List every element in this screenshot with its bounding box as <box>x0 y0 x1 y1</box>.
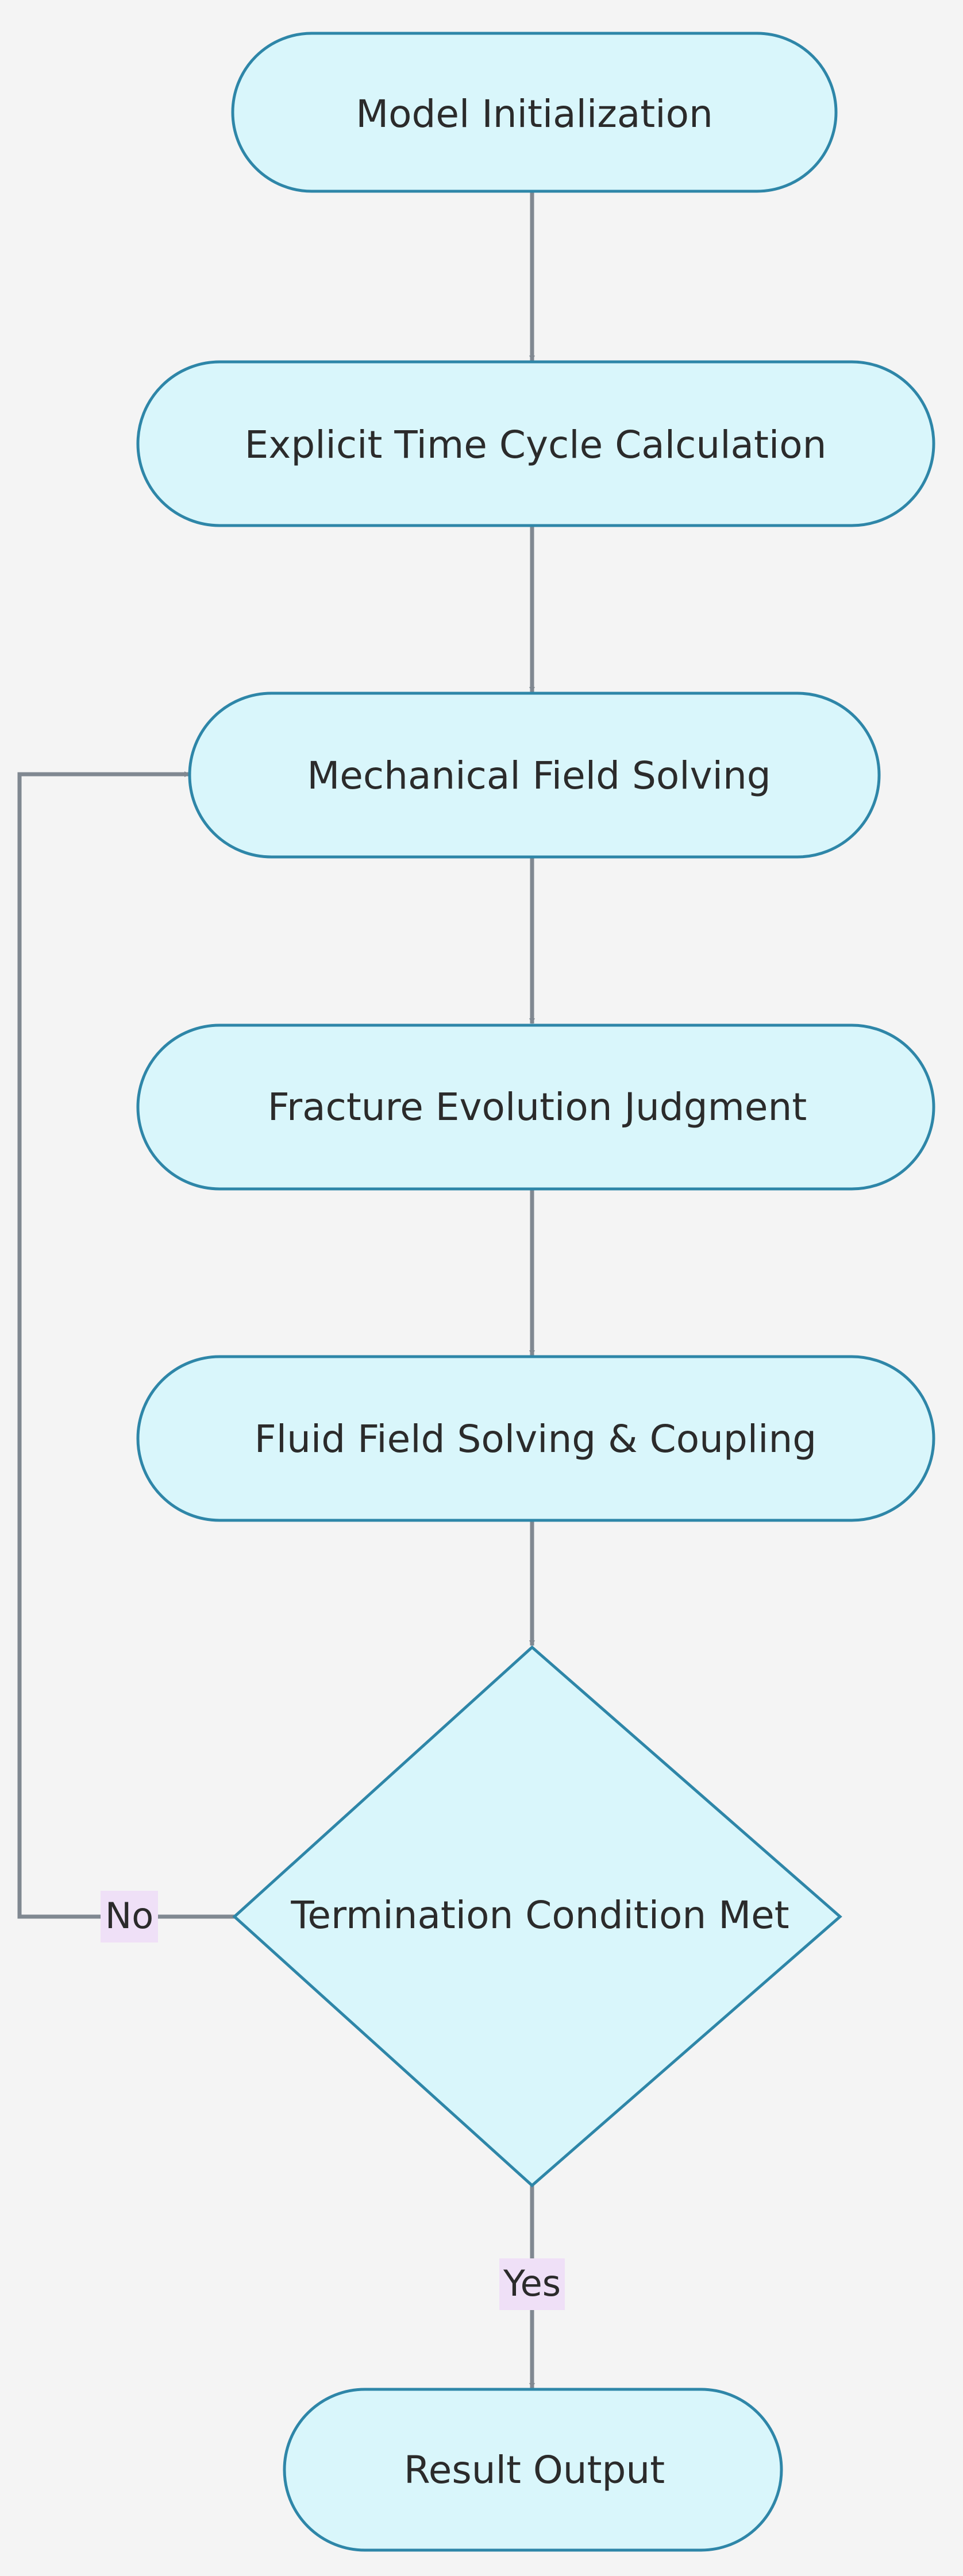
node-explicit-time-cycle-calculation[interactable]: Explicit Time Cycle Calculation <box>136 360 935 527</box>
node-fluid-field-solving-coupling-shape <box>136 1355 935 1522</box>
node-fracture-evolution-judgment-shape <box>136 1024 935 1191</box>
node-mechanical-field-solving[interactable]: Mechanical Field Solving <box>188 692 881 859</box>
edge-label-yes: Yes <box>499 2258 565 2310</box>
edge-label-no-box <box>101 1891 158 1942</box>
node-model-initialization-label: Model Initialization <box>356 92 713 136</box>
node-result-output-label: Result Output <box>404 2448 665 2492</box>
node-termination-condition-met-label: Termination Condition Met <box>290 1893 789 1937</box>
node-explicit-time-cycle-calculation-label: Explicit Time Cycle Calculation <box>245 423 827 467</box>
node-model-initialization-shape <box>231 32 838 193</box>
edge-label-yes-box <box>499 2258 565 2310</box>
node-termination-condition-met[interactable]: Termination Condition Met <box>232 1645 842 2188</box>
node-termination-condition-met-shape <box>232 1645 842 2188</box>
node-model-initialization[interactable]: Model Initialization <box>231 32 838 193</box>
node-mechanical-field-solving-label: Mechanical Field Solving <box>307 754 771 798</box>
node-fluid-field-solving-coupling-label: Fluid Field Solving & Coupling <box>255 1417 816 1461</box>
node-fracture-evolution-judgment-label: Fracture Evolution Judgment <box>268 1085 807 1129</box>
node-mechanical-field-solving-shape <box>188 692 881 859</box>
edge-label-no: No <box>101 1891 158 1942</box>
node-result-output-shape <box>283 2388 783 2552</box>
node-fluid-field-solving-coupling[interactable]: Fluid Field Solving & Coupling <box>136 1355 935 1522</box>
node-fracture-evolution-judgment[interactable]: Fracture Evolution Judgment <box>136 1024 935 1191</box>
edge-label-no-text: No <box>105 1895 153 1937</box>
edge-termination-condition-met-to-mechanical-field-solving <box>17 771 234 1919</box>
node-explicit-time-cycle-calculation-shape <box>136 360 935 527</box>
node-result-output[interactable]: Result Output <box>283 2388 783 2552</box>
edge-label-yes-text: Yes <box>503 2262 561 2304</box>
